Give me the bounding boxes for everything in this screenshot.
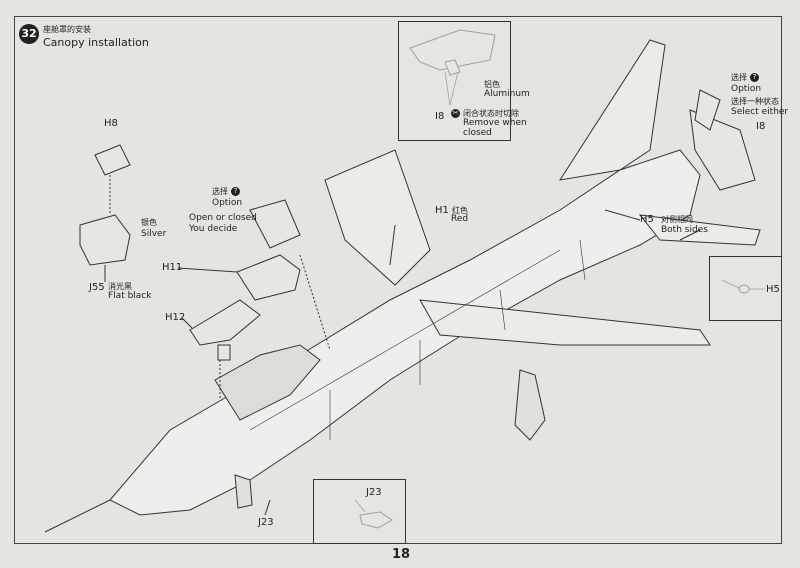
part-label-h12: H12	[165, 312, 186, 323]
part-label-i8-inset: I8	[435, 111, 445, 122]
aluminum-cn: 铝色	[484, 80, 500, 89]
both-sides-cn: 对侧相同	[661, 215, 693, 224]
question-mark-icon: ?	[231, 187, 240, 196]
silver-label-cn: 银色	[141, 218, 157, 227]
part-label-j23: J23	[258, 517, 274, 528]
part-label-h5: H5	[640, 214, 654, 225]
remove-closed-cn: ✂闭合状态时切除	[451, 109, 519, 118]
part-label-i8-right: I8	[756, 121, 766, 132]
part-label-j23-inset: J23	[366, 487, 382, 498]
step-title-en: Canopy installation	[43, 36, 149, 49]
remove-closed-en2: closed	[463, 128, 492, 138]
step-number-badge: 32	[19, 24, 39, 44]
part-label-j55: J55	[89, 282, 105, 293]
inset-canopy-detail	[398, 21, 511, 141]
option-open-line2: You decide	[189, 224, 238, 234]
silver-label-en: Silver	[141, 229, 167, 239]
step-title-cn: 座舱罩的安装	[43, 25, 91, 34]
option-tr-en: Option	[731, 84, 762, 94]
aluminum-en: Aluminum	[484, 89, 530, 99]
part-label-h11: H11	[162, 262, 183, 273]
option-open-en: Option	[212, 198, 243, 208]
option-open-line1: Open or closed	[189, 213, 257, 223]
j55-color-en: Flat black	[108, 291, 152, 301]
j55-color-cn: 消光黑	[108, 282, 132, 291]
remove-closed-en1: Remove when	[463, 118, 527, 128]
part-label-h5-inset: H5	[766, 284, 780, 295]
option-tr-cn: 选择?	[731, 73, 759, 83]
scissors-icon: ✂	[451, 109, 460, 118]
select-either-cn: 选择一种状态	[731, 97, 779, 106]
part-label-h8: H8	[104, 118, 118, 129]
h1-color-en: Red	[451, 214, 469, 224]
h1-color-cn: 红色	[452, 206, 468, 215]
part-label-h1: H1	[435, 205, 449, 216]
both-sides-en: Both sides	[661, 225, 708, 235]
page-number: 18	[392, 547, 411, 562]
option-open-cn: 选择?	[212, 187, 240, 197]
question-mark-icon: ?	[750, 73, 759, 82]
inset-h5-detail	[709, 256, 782, 321]
select-either-en: Select either	[731, 107, 789, 117]
inset-j23-detail	[313, 479, 406, 544]
